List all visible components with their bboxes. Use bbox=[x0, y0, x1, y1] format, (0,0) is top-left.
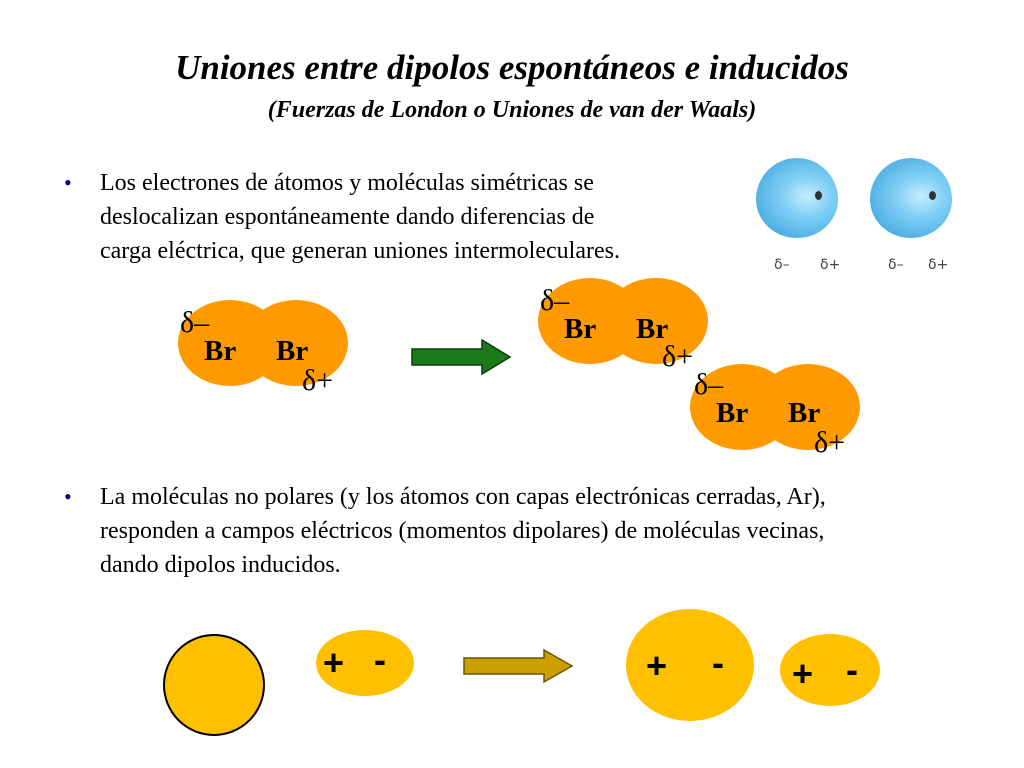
br-label-2: Br bbox=[636, 313, 669, 345]
dipole-molecule-left bbox=[316, 630, 414, 696]
plus-sign: + bbox=[323, 642, 345, 683]
delta-minus-label: δ– bbox=[540, 284, 570, 317]
slide-subtitle: (Fuerzas de London o Uniones de van der … bbox=[267, 97, 757, 123]
bullet-1-line-3: carga eléctrica, que generan uniones int… bbox=[100, 238, 620, 264]
green-arrow-icon bbox=[411, 338, 512, 376]
cloud-delta-minus-1: δ– bbox=[774, 257, 790, 273]
delta-minus-label: δ– bbox=[694, 368, 724, 401]
br-label-1: Br bbox=[564, 313, 597, 345]
nucleus-left bbox=[815, 191, 822, 200]
delta-plus-label: δ+ bbox=[302, 364, 334, 397]
br2-molecule-top: δ– Br Br δ+ bbox=[538, 278, 710, 372]
electron-cloud-left bbox=[756, 158, 838, 238]
cloud-delta-plus-1: δ+ bbox=[820, 257, 841, 273]
minus-sign: - bbox=[846, 649, 858, 690]
minus-sign: - bbox=[374, 639, 386, 680]
induced-dipole-atom bbox=[626, 609, 754, 721]
br-atom bbox=[756, 364, 860, 450]
br-label-2: Br bbox=[788, 397, 821, 429]
electron-cloud-right bbox=[870, 158, 952, 238]
bullet-dot: • bbox=[64, 484, 72, 509]
bullet-dot: • bbox=[64, 170, 72, 195]
nonpolar-atom bbox=[163, 634, 265, 736]
bullet-2-line-2: responden a campos eléctricos (momentos … bbox=[100, 518, 825, 544]
delta-minus-label: δ– bbox=[180, 306, 210, 339]
br-label-1: Br bbox=[716, 397, 749, 429]
br2-molecule-left: δ– Br Br δ+ bbox=[178, 300, 350, 396]
nucleus-right bbox=[929, 191, 936, 200]
bullet-2-line-3: dando dipolos inducidos. bbox=[100, 552, 341, 578]
bullet-1-line-2: deslocalizan espontáneamente dando difer… bbox=[100, 204, 595, 230]
delta-plus-label: δ+ bbox=[814, 426, 846, 459]
delta-plus-label: δ+ bbox=[662, 340, 694, 373]
plus-sign: + bbox=[646, 645, 668, 686]
gold-arrow-icon bbox=[463, 648, 574, 684]
cloud-delta-minus-2: δ– bbox=[888, 257, 904, 273]
br-atom bbox=[244, 300, 348, 386]
br2-molecule-bottom: δ– Br Br δ+ bbox=[690, 364, 862, 458]
slide-title: Uniones entre dipolos espontáneos e indu… bbox=[175, 48, 849, 87]
bullet-1-line-1: Los electrones de átomos y moléculas sim… bbox=[100, 170, 594, 196]
br-label-1: Br bbox=[204, 335, 237, 367]
cloud-delta-plus-2: δ+ bbox=[928, 257, 949, 273]
plus-sign: + bbox=[792, 653, 814, 694]
bullet-2-line-1: La moléculas no polares (y los átomos co… bbox=[100, 484, 826, 510]
bullet-spontaneous-dipoles: • Los electrones de átomos y moléculas s… bbox=[64, 166, 740, 268]
dipole-molecule-right bbox=[780, 634, 880, 706]
bullet-induced-dipoles: • La moléculas no polares (y los átomos … bbox=[64, 480, 980, 582]
br-atom bbox=[604, 278, 708, 364]
br-label-2: Br bbox=[276, 335, 309, 367]
minus-sign: - bbox=[712, 642, 724, 683]
